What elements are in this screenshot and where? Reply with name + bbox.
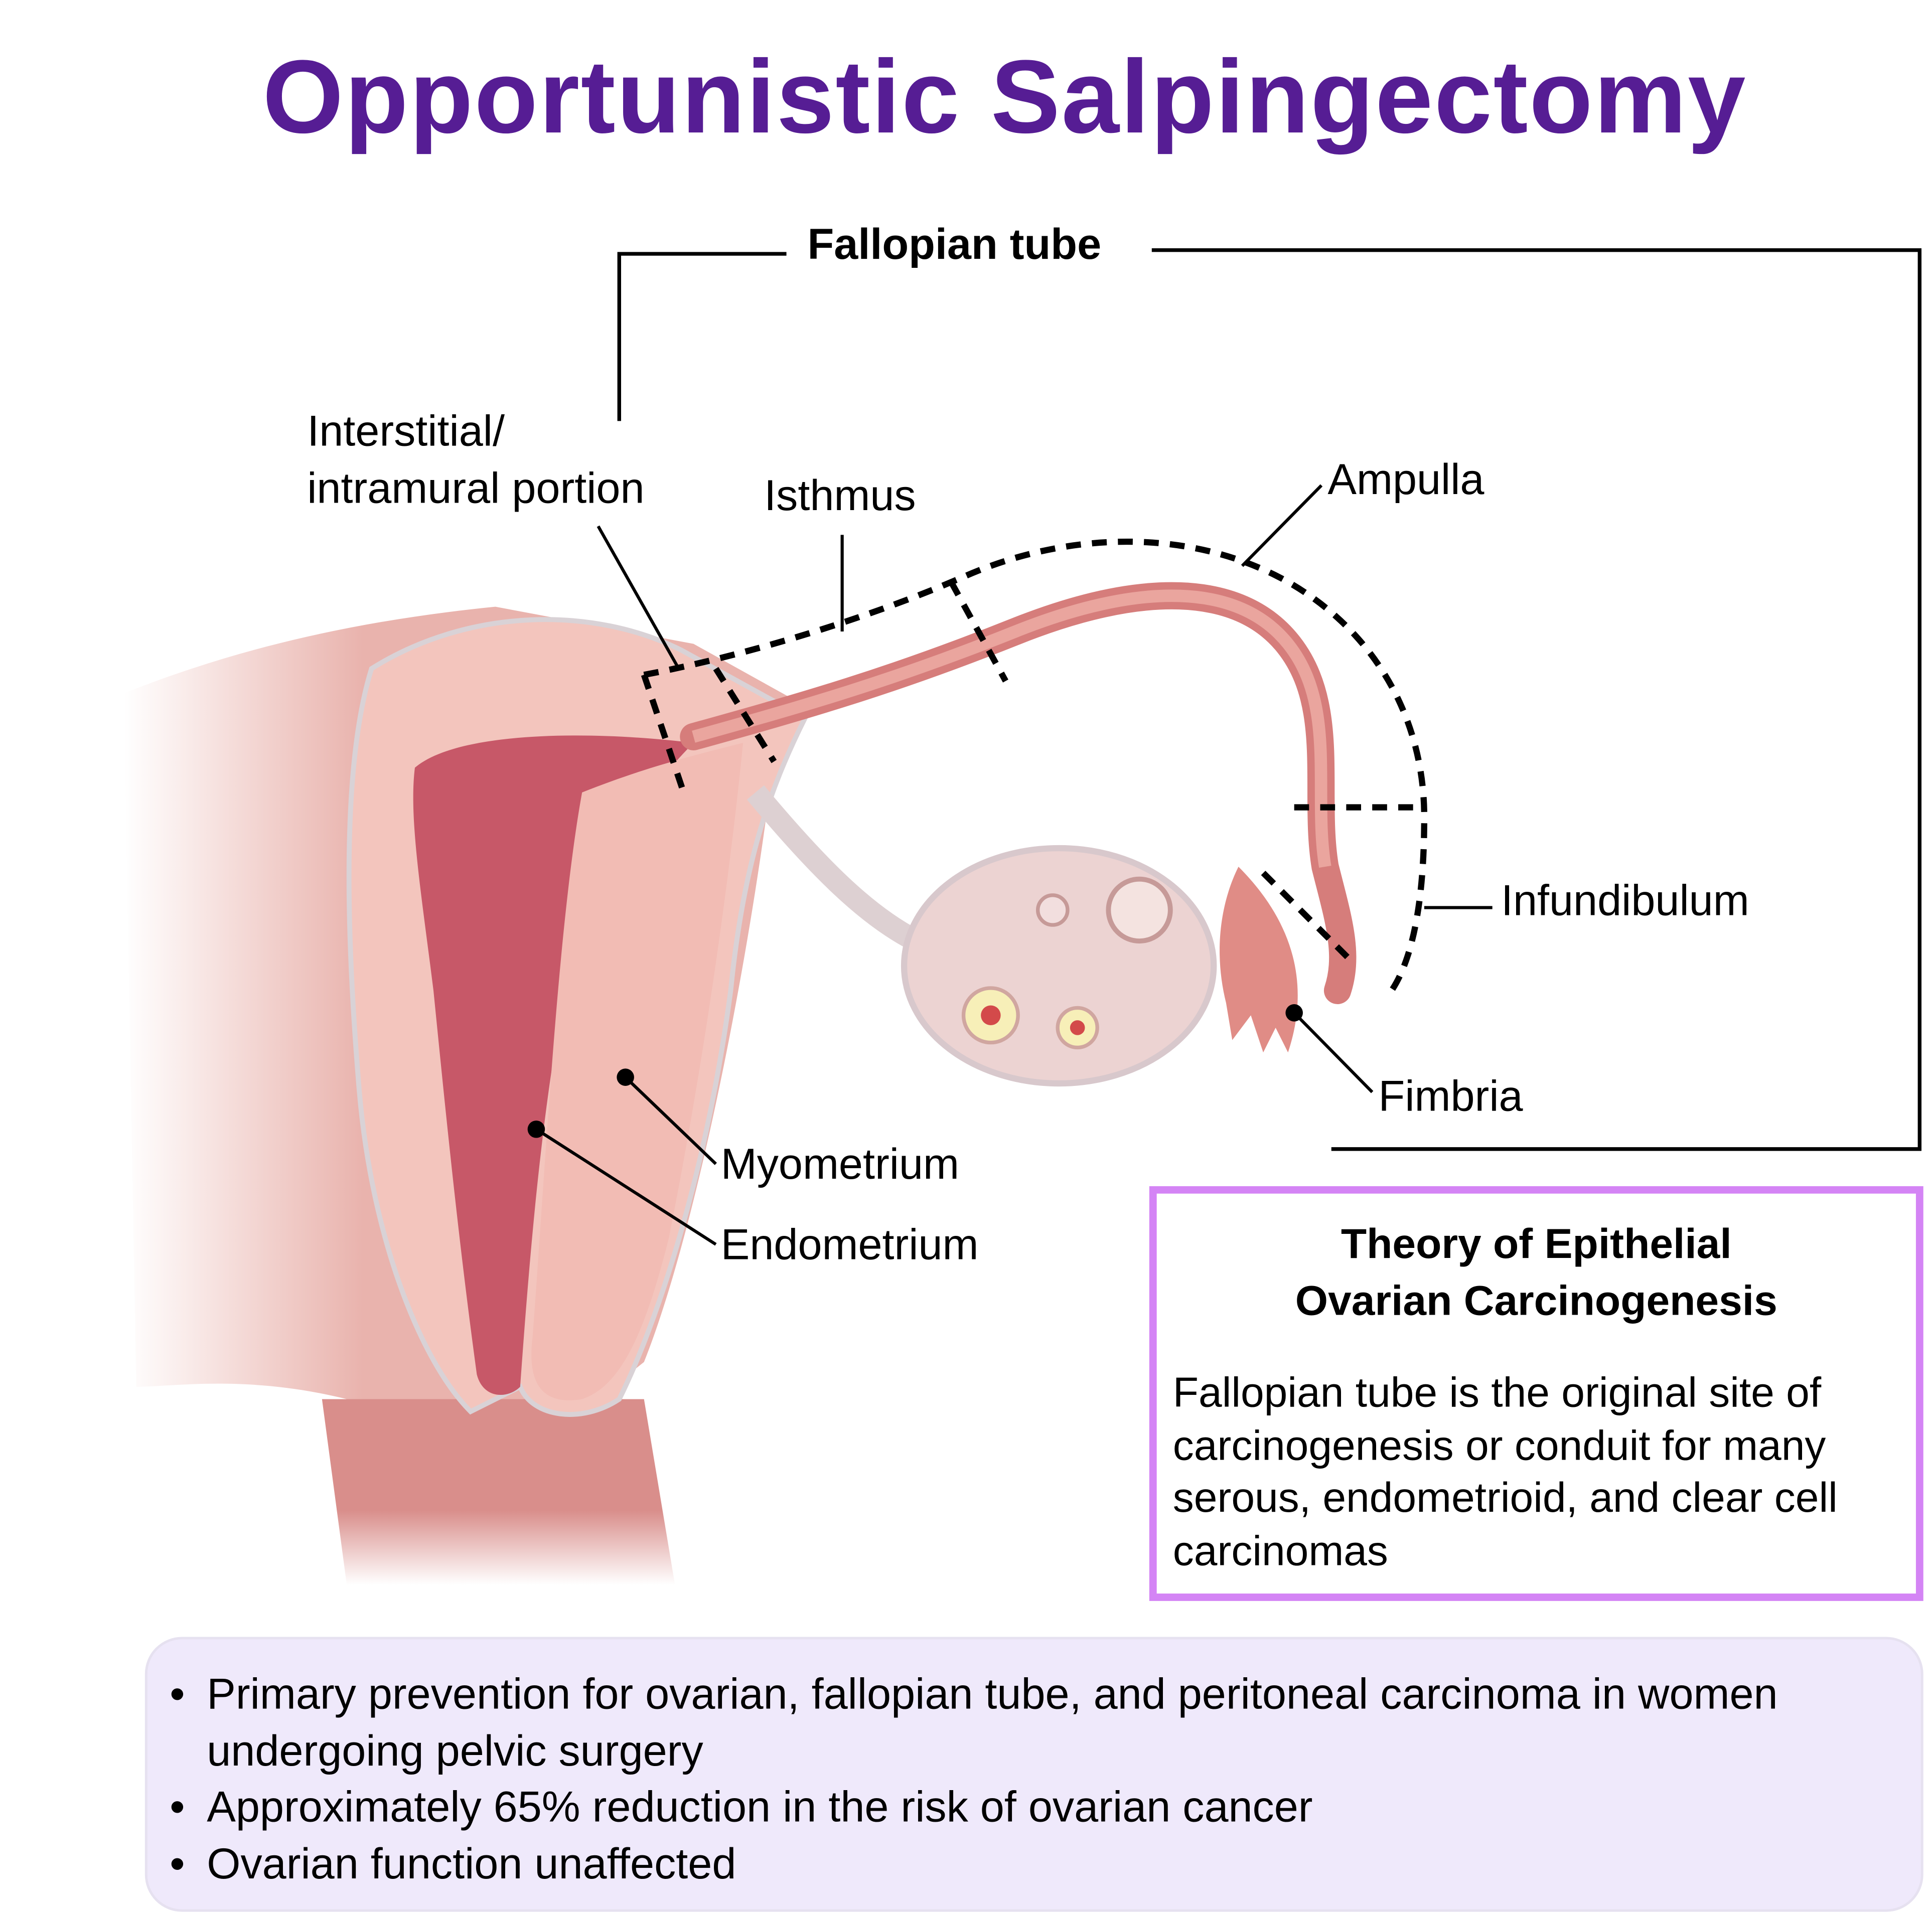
interstitial-label-line2: intramural portion [307,464,645,513]
myometrium-label: Myometrium [720,1140,960,1189]
summary-item-text: Primary prevention for ovarian, fallopia… [207,1670,1778,1775]
bullet: • [170,1839,185,1888]
theory-title-line1: Theory of Epithelial [1341,1221,1732,1268]
summary-item-text: Ovarian function unaffected [207,1839,736,1888]
theory-body: Fallopian tube is the original site of c… [1172,1369,1838,1574]
leader-lines [535,484,1493,1246]
theory-title: Theory of Epithelial Ovarian Carcinogene… [1157,1216,1916,1330]
summary-item-text: Approximately 65% reduction in the risk … [207,1783,1313,1832]
page-title: Opportunistic Salpingectomy [262,38,1747,155]
ovary [901,845,1217,1087]
endometrium-label: Endometrium [720,1221,979,1269]
summary-item: • Approximately 65% reduction in the risk… [170,1779,1866,1835]
summary-box: • Primary prevention for ovarian, fallopi… [144,1637,1923,1912]
theory-title-line2: Ovarian Carcinogenesis [1295,1278,1777,1325]
fimbria-label: Fimbria [1378,1072,1523,1121]
summary-item: • Ovarian function unaffected [170,1836,1866,1892]
uterine-cavity [413,735,694,1395]
fallopian-tube-label: Fallopian tube [807,220,1102,269]
isthmus-label: Isthmus [764,471,916,520]
ampulla-label: Ampulla [1327,455,1484,504]
summary-item: • Primary prevention for ovarian, fallopi… [170,1667,1866,1780]
tube-dotted-outline [643,538,1428,999]
theory-box: Theory of Epithelial Ovarian Carcinogene… [1149,1186,1923,1601]
bullet: • [170,1670,185,1719]
infundibulum-label: Infundibulum [1501,876,1749,925]
interstitial-label-line1: Interstitial/ [307,407,505,456]
vagina [322,1399,675,1585]
ovarian-ligament [747,785,922,951]
summary-list: • Primary prevention for ovarian, fallopi… [170,1667,1866,1892]
fimbria-tissue [1220,867,1298,1053]
leader-dots [527,1004,1303,1138]
fallopian-tube-bracket [617,248,1922,1151]
myometrium-layer [531,743,744,1400]
bullet: • [170,1783,185,1832]
